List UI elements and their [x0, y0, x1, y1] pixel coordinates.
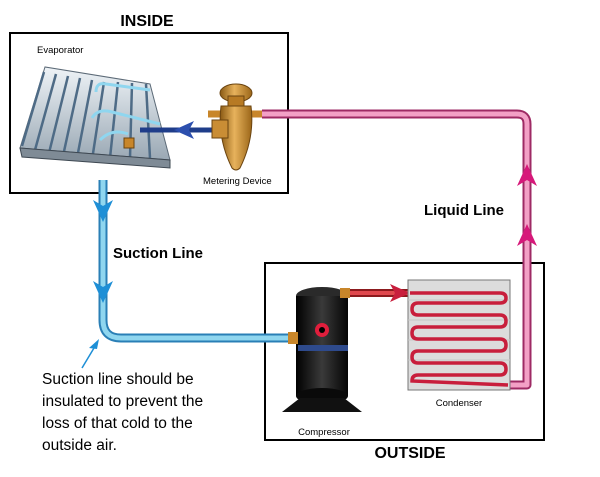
- liquid-line-label: Liquid Line: [424, 202, 504, 219]
- condenser-label: Condenser: [436, 398, 482, 409]
- suction-insulation-note: Suction line should be insulated to prev…: [42, 371, 203, 454]
- evaporator-label: Evaporator: [37, 45, 83, 56]
- suction-line-label: Suction Line: [113, 245, 203, 262]
- condenser: [407, 279, 511, 391]
- liquid-line: [262, 109, 532, 390]
- evaporator-coil: [19, 66, 171, 169]
- compressor: [282, 287, 362, 412]
- inside-label: INSIDE: [120, 13, 174, 30]
- metering-device: [208, 83, 262, 171]
- note-line-3: loss of that cold to the: [42, 415, 193, 432]
- liquid-arrow-lower: [517, 224, 537, 246]
- hot-gas-arrow: [390, 284, 410, 302]
- suction-arrow-upper: [93, 200, 113, 222]
- suction-line: [98, 180, 298, 343]
- outside-label: OUTSIDE: [374, 445, 445, 462]
- suction-arrow-lower: [93, 281, 113, 303]
- evaporator-inlet-arrow: [174, 121, 194, 139]
- outside-box: [264, 262, 545, 441]
- note-line-1: Suction line should be: [42, 371, 194, 388]
- compressor-label: Compressor: [298, 427, 350, 438]
- metering-device-label: Metering Device: [203, 176, 272, 187]
- note-line-4: outside air.: [42, 437, 117, 454]
- note-line-2: insulated to prevent the: [42, 393, 203, 410]
- liquid-arrow-upper: [517, 164, 537, 186]
